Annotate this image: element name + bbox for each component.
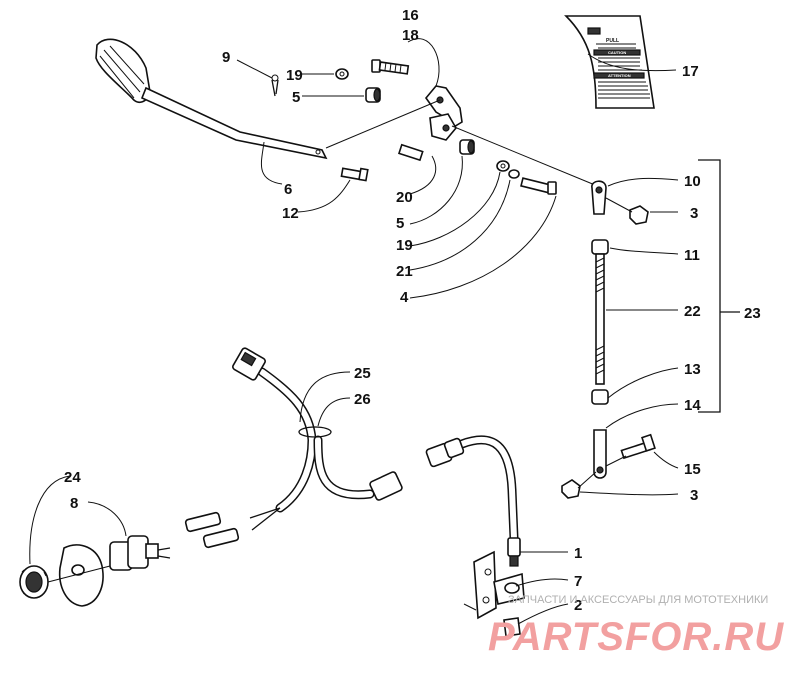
callout-22: 22 <box>684 303 701 320</box>
callout-8: 8 <box>70 495 78 512</box>
bolt-16 <box>371 59 410 75</box>
pin-20 <box>397 143 424 162</box>
brake-switch-cable <box>425 435 521 567</box>
nut-3-bottom <box>561 479 581 499</box>
bolt-4 <box>520 177 557 195</box>
callout-20: 20 <box>396 189 413 206</box>
callout-7: 7 <box>574 573 582 590</box>
callout-4: 4 <box>400 289 409 306</box>
watermark-text: ЗАПЧАСТИ И АКСЕССУАРЫ ДЛЯ МОТОТЕХНИКИ <box>508 594 768 606</box>
callout-17: 17 <box>682 63 699 80</box>
ring-nut-24 <box>19 565 49 599</box>
callout-14: 14 <box>684 397 701 414</box>
callout-21: 21 <box>396 263 413 280</box>
bushing-5-lower <box>459 139 475 155</box>
assembly-bracket-23 <box>698 159 740 413</box>
watermark: ЗАПЧАСТИ И АКСЕССУАРЫ ДЛЯ МОТОТЕХНИКИ PA… <box>488 594 784 659</box>
screw-12 <box>340 167 369 182</box>
callout-26: 26 <box>354 391 371 408</box>
callout-19-lower: 19 <box>396 237 413 254</box>
callout-24: 24 <box>64 469 81 486</box>
washer-21 <box>508 169 520 179</box>
leader-lines <box>29 38 679 625</box>
callout-11: 11 <box>684 247 700 264</box>
washer-19-top <box>335 68 349 80</box>
callout-3-bottom: 3 <box>690 487 698 504</box>
washer-19-lower <box>496 160 510 172</box>
wiring-harness <box>184 347 403 549</box>
callout-labels: 16 18 9 19 5 17 6 12 20 5 19 21 4 10 3 1… <box>64 7 761 614</box>
callout-1: 1 <box>574 545 582 562</box>
callout-5-lower: 5 <box>396 215 404 232</box>
nut-3-top <box>629 205 649 225</box>
mount-bracket-7 <box>463 550 525 620</box>
nut-11 <box>591 239 609 255</box>
decal-top-word: PULL <box>606 38 619 44</box>
bolt-15 <box>620 433 656 460</box>
callout-19-top: 19 <box>286 67 303 84</box>
hand-lever <box>95 38 328 160</box>
callout-15: 15 <box>684 461 701 478</box>
callout-9: 9 <box>222 49 230 66</box>
cotter-pin <box>271 74 279 97</box>
callout-23: 23 <box>744 305 761 322</box>
threaded-rod-22 <box>595 253 605 385</box>
rod-end-10 <box>591 180 607 215</box>
callout-18: 18 <box>402 27 419 44</box>
watermark-logo: PARTSFOR.RU <box>488 615 784 659</box>
callout-25: 25 <box>354 365 371 382</box>
callout-12: 12 <box>282 205 299 222</box>
decal-attention-title: ATTENTION <box>608 73 631 78</box>
warning-decal: PULL CAUTION ATTENTION <box>564 15 655 109</box>
callout-6: 6 <box>284 181 292 198</box>
nut-13 <box>591 389 609 405</box>
nut-2 <box>503 617 521 637</box>
rod-end-14 <box>593 429 607 479</box>
bushing-5-top <box>365 87 381 103</box>
callout-10: 10 <box>684 173 701 190</box>
callout-2: 2 <box>574 597 582 614</box>
callout-5-top: 5 <box>292 89 300 106</box>
switch-plate <box>58 544 104 607</box>
callout-3-top: 3 <box>690 205 698 222</box>
lever-bracket <box>424 85 463 141</box>
callout-13: 13 <box>684 361 701 378</box>
decal-caution-title: CAUTION <box>608 50 626 55</box>
callout-16: 16 <box>402 7 419 24</box>
switch-8 <box>109 535 171 571</box>
